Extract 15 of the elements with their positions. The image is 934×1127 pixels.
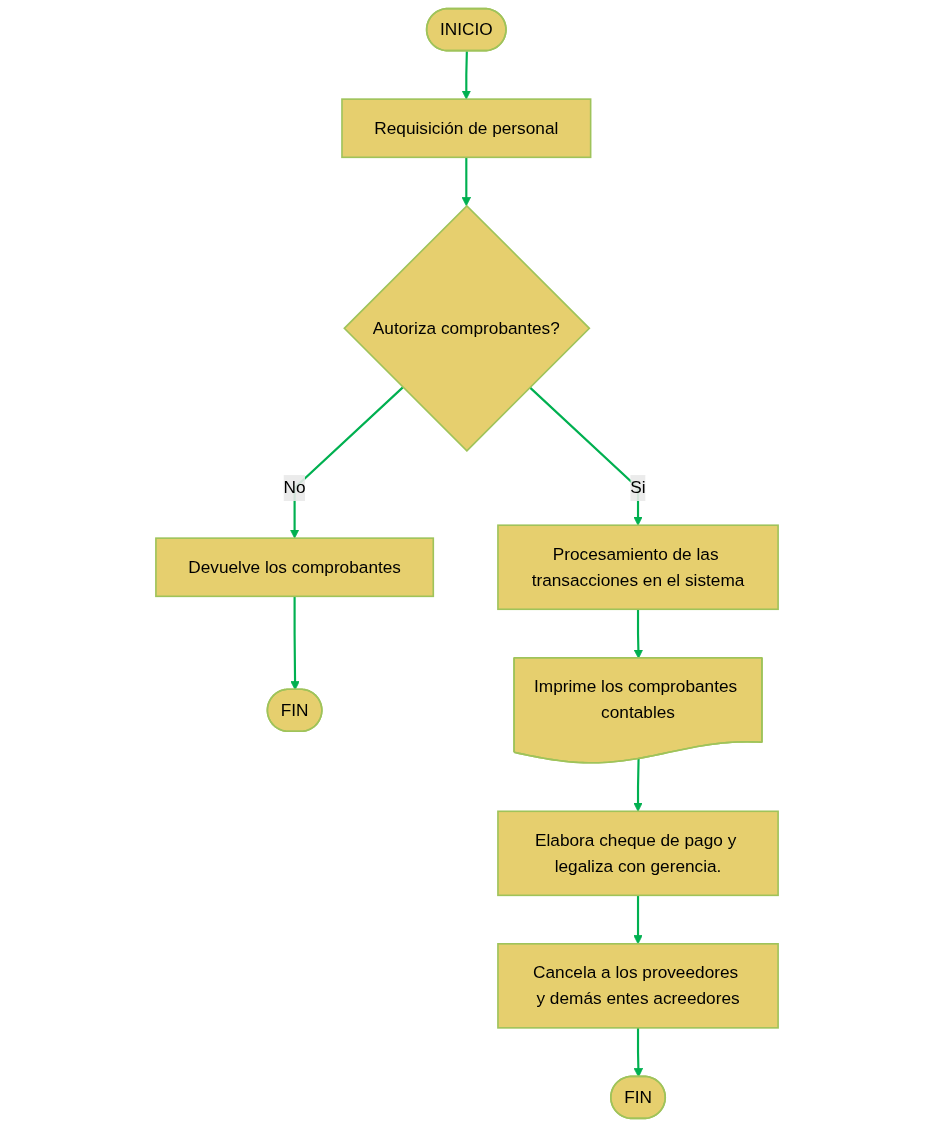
arrow bbox=[529, 386, 643, 526]
arrow bbox=[633, 895, 643, 945]
arrow bbox=[633, 759, 643, 812]
node-box: Cancela a los proveedores y demás entes acreedores bbox=[497, 943, 779, 1029]
node-box: Procesamiento de las transacciones en el sistema bbox=[497, 524, 779, 611]
edge-label: No bbox=[283, 478, 306, 497]
arrow bbox=[290, 596, 300, 691]
node-diamond: Autoriza comprobantes? bbox=[343, 204, 591, 452]
node-box: Devuelve los comprobantes bbox=[155, 537, 435, 598]
arrow bbox=[461, 157, 472, 207]
edge-label: Si bbox=[630, 478, 646, 497]
arrow bbox=[633, 1027, 644, 1078]
node-box: Elabora cheque de pago y legaliza con gerencia. bbox=[497, 810, 779, 897]
arrow bbox=[461, 51, 472, 100]
node-box: Requisición de personal bbox=[341, 98, 592, 159]
